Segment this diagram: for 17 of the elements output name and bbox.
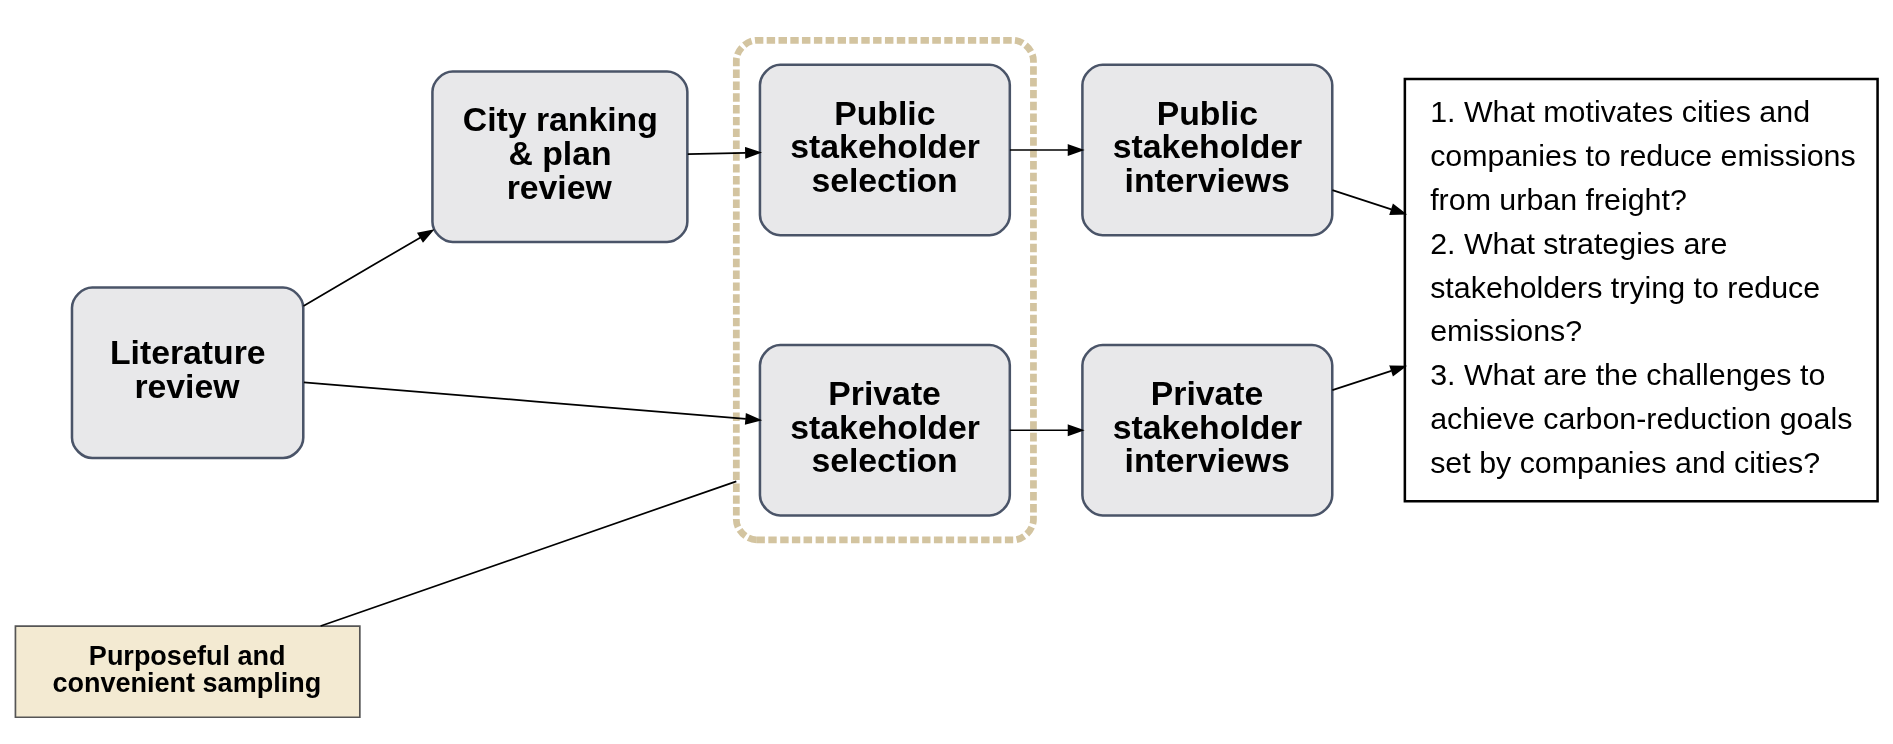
cluster: [732, 36, 1037, 544]
arrow: [1009, 144, 1085, 156]
node-box: Purposeful and convenient sampling: [14, 625, 361, 719]
arrow: [303, 381, 763, 425]
connector: [319, 480, 738, 627]
arrow: [686, 147, 763, 159]
node-box: Public stakeholder interviews: [1081, 63, 1334, 237]
arrow: [1009, 424, 1085, 437]
node-box: Private stakeholder selection: [758, 343, 1012, 517]
arrow: [1331, 189, 1408, 215]
node-box: Private stakeholder interviews: [1081, 343, 1334, 517]
node-box: 1. What motivates cities and companies to reduce emissions from urban freight? 2. What strategies are stakeholders trying to reduce emissions? 3. What are the challenges to achieve carbon-reduction goals set by companies and cities?: [1403, 77, 1879, 503]
node-box: Literature review: [70, 286, 305, 460]
node-box: City ranking & plan review: [431, 70, 689, 244]
node-box: Public stakeholder selection: [758, 63, 1012, 237]
arrow: [302, 229, 435, 307]
arrow: [1331, 365, 1408, 391]
